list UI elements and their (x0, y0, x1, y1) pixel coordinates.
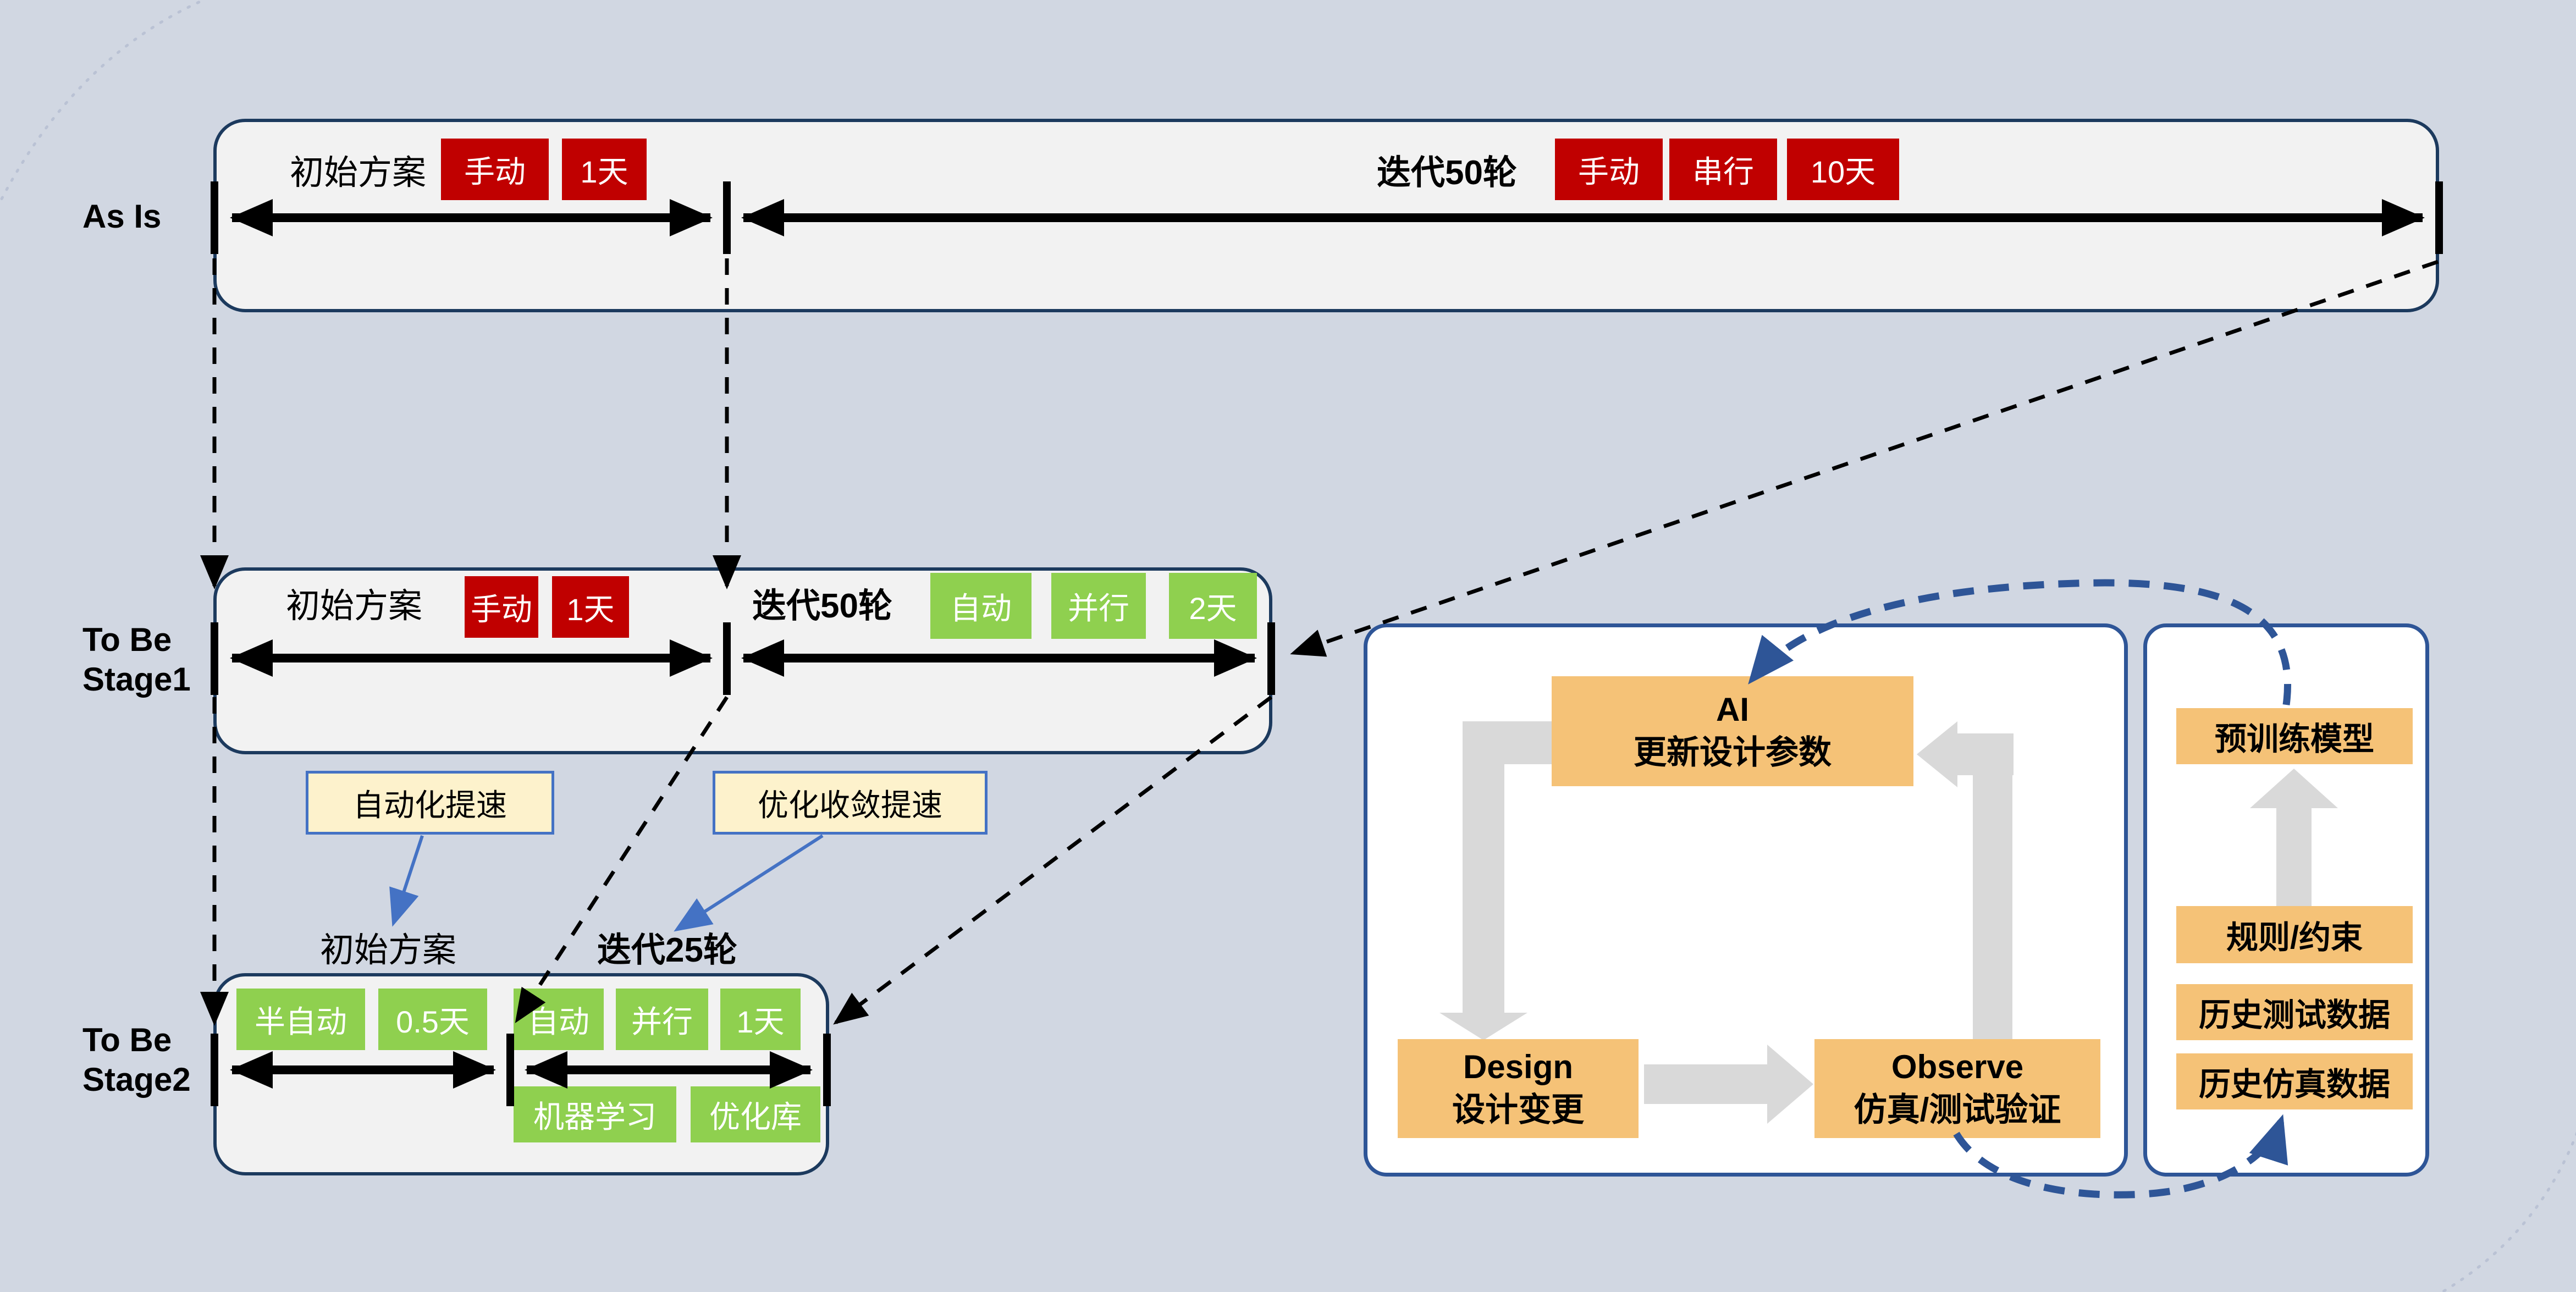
callout-arrows (389, 834, 824, 932)
stage1-row-label: To Be Stage1 (82, 620, 191, 699)
asis-phase2-tag-duration: 10天 (1787, 139, 1899, 200)
rules-constraints-item: 规则/约束 (2176, 906, 2413, 963)
ai-node-line2: 更新设计参数 (1634, 734, 1832, 771)
decor-arc-top-left (0, 0, 207, 206)
historical-sim-data-item: 历史仿真数据 (2176, 1053, 2413, 1109)
arrow-design-to-observe (1644, 1045, 1813, 1124)
stage2-tag-optimization-lib: 优化库 (691, 1086, 820, 1142)
asis-phase1-tag-duration: 1天 (562, 139, 647, 200)
stage2-phase1-tag-semiauto: 半自动 (236, 989, 365, 1050)
asis-phase2-tag-manual: 手动 (1555, 139, 1663, 200)
stage2-phase2-tag-parallel: 并行 (616, 989, 708, 1050)
automation-speedup-text: 自动化提速 (353, 787, 507, 822)
asis-phase2-tag-serial: 串行 (1669, 139, 1777, 200)
asis-phase1-title: 初始方案 (290, 154, 427, 192)
observe-node-line1: Observe (1891, 1048, 2024, 1085)
stage1-label-line1: To Be (82, 621, 172, 658)
historical-test-data-item: 历史测试数据 (2176, 984, 2413, 1040)
stage2-phase2-tag-duration: 1天 (720, 989, 801, 1050)
stage1-phase2-title: 迭代50轮 (752, 587, 892, 625)
ai-node: AI 更新设计参数 (1552, 676, 1913, 786)
stage2-phase2-title: 迭代25轮 (597, 931, 737, 969)
asis-phase1-tag-manual: 手动 (441, 139, 549, 200)
design-node-line2: 设计变更 (1452, 1091, 1584, 1128)
knowledge-feedback-curves (1748, 579, 2291, 1199)
measure-ticks (211, 181, 2443, 1106)
asis-phase2-title: 迭代50轮 (1377, 154, 1517, 192)
stage2-phase1-tag-duration: 0.5天 (378, 989, 487, 1050)
design-node: Design 设计变更 (1398, 1039, 1639, 1138)
measure-arrows (230, 199, 2425, 1089)
stage2-tag-machine-learning: 机器学习 (514, 1086, 676, 1142)
stage1-phase2-tag-duration: 2天 (1169, 573, 1257, 639)
stage2-phase1-title: 初始方案 (320, 931, 457, 969)
arrow-knowledge-to-pretrained (2250, 769, 2338, 907)
stage2-label-line1: To Be (82, 1022, 172, 1058)
stage1-phase2-tag-parallel: 并行 (1051, 573, 1146, 639)
stage1-phase1-tag-manual: 手动 (465, 576, 538, 638)
arrow-observe-to-ai (1917, 721, 2014, 1040)
stage2-row-label: To Be Stage2 (82, 1020, 191, 1100)
asis-label-text: As Is (82, 198, 162, 235)
arrow-ai-to-design (1439, 721, 1553, 1040)
curve-pretrained-to-ai (1748, 579, 2291, 705)
automation-speedup-callout: 自动化提速 (306, 771, 554, 835)
asis-row-label: As Is (82, 197, 161, 236)
stage1-phase2-tag-auto: 自动 (930, 573, 1031, 639)
curve-observe-to-simdata (1953, 1114, 2288, 1199)
ai-node-line1: AI (1716, 691, 1749, 728)
convergence-speedup-callout: 优化收敛提速 (713, 771, 988, 835)
design-node-line1: Design (1463, 1048, 1574, 1085)
convergence-speedup-text: 优化收敛提速 (758, 787, 942, 822)
stage1-phase1-title: 初始方案 (286, 587, 423, 625)
stage1-label-line2: Stage1 (82, 661, 191, 698)
stage2-label-line2: Stage2 (82, 1061, 191, 1098)
observe-node: Observe 仿真/测试验证 (1814, 1039, 2100, 1138)
dashed-mapping-lines (200, 258, 2439, 1026)
observe-node-line2: 仿真/测试验证 (1854, 1091, 2061, 1128)
stage1-phase1-tag-duration: 1天 (552, 576, 629, 638)
pretrained-model-item: 预训练模型 (2176, 708, 2413, 764)
